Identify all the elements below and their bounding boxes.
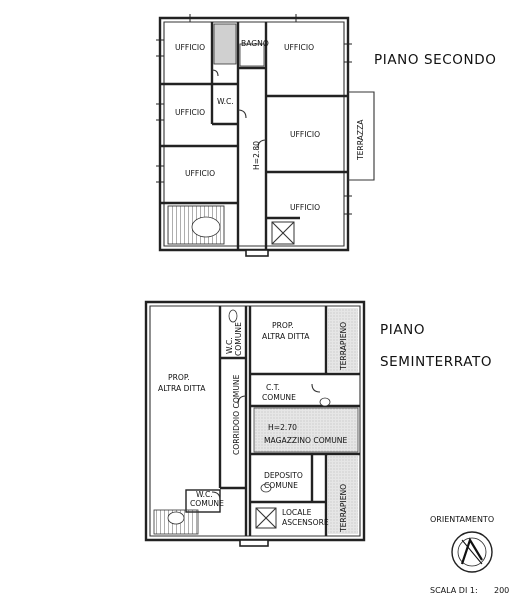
upper-floor-title: PIANO SECONDO — [374, 52, 496, 68]
basement-terrapieno-bottom-label: TERRAPIENO — [339, 484, 348, 533]
upper-office-1-label: UFFICIO — [175, 43, 205, 52]
basement-wc-bottom-line2: COMUNE — [190, 499, 224, 508]
upper-office-4-label: UFFICIO — [185, 169, 215, 178]
terrace-outline — [348, 91, 375, 181]
scale-label: SCALA DI 1: — [430, 586, 478, 595]
basement-wc-top-line1: W.C. — [225, 337, 234, 354]
north-arrow-icon — [451, 531, 493, 573]
orientation-label: ORIENTAMENTO — [430, 515, 494, 524]
basement-wc-bottom-line1: W.C. — [196, 490, 213, 499]
upper-terrace-label: TERRAZZA — [356, 119, 365, 161]
basement-prop-left-line2: ALTRA DITTA — [158, 384, 206, 393]
basement-prop-top-line1: PROP. — [272, 321, 294, 330]
basement-title-line2: SEMINTERRATO — [380, 354, 492, 370]
basement-ct-line1: C.T. — [266, 383, 280, 392]
upper-office-5-label: UFFICIO — [290, 130, 320, 139]
basement-deposit-line1: DEPOSITO — [264, 471, 303, 480]
upper-office-2-label: UFFICIO — [284, 43, 314, 52]
scale-value: 200 — [494, 586, 509, 595]
upper-office-3-label: UFFICIO — [175, 108, 205, 117]
basement-deposit-line2: COMUNE — [264, 481, 298, 490]
basement-lift-line2: ASCENSORE — [282, 518, 329, 527]
basement-lift-line1: LOCALE — [282, 508, 312, 517]
basement-wc-top-line2: COMUNE — [234, 322, 243, 356]
storage-shading — [253, 407, 359, 453]
upper-wc-label: W.C. — [217, 97, 234, 106]
basement-ct-line2: COMUNE — [262, 393, 296, 402]
basement-plan — [144, 300, 366, 547]
upper-height-label: H=2.80 — [252, 141, 261, 170]
upper-office-6-label: UFFICIO — [290, 203, 320, 212]
basement-prop-left-line1: PROP. — [168, 373, 190, 382]
basement-corridor-label: CORRIDOIO COMUNE — [232, 374, 241, 455]
basement-terrapieno-top-label: TERRAPIENO — [339, 322, 348, 371]
basement-prop-top-line2: ALTRA DITTA — [262, 332, 310, 341]
basement-title-line1: PIANO — [380, 322, 425, 338]
upper-bathroom-label: BAGNO — [241, 39, 269, 48]
basement-height-label: H=2.70 — [268, 423, 297, 432]
upper-floor-plan — [156, 14, 375, 257]
basement-storage-label: MAGAZZINO COMUNE — [264, 436, 347, 445]
